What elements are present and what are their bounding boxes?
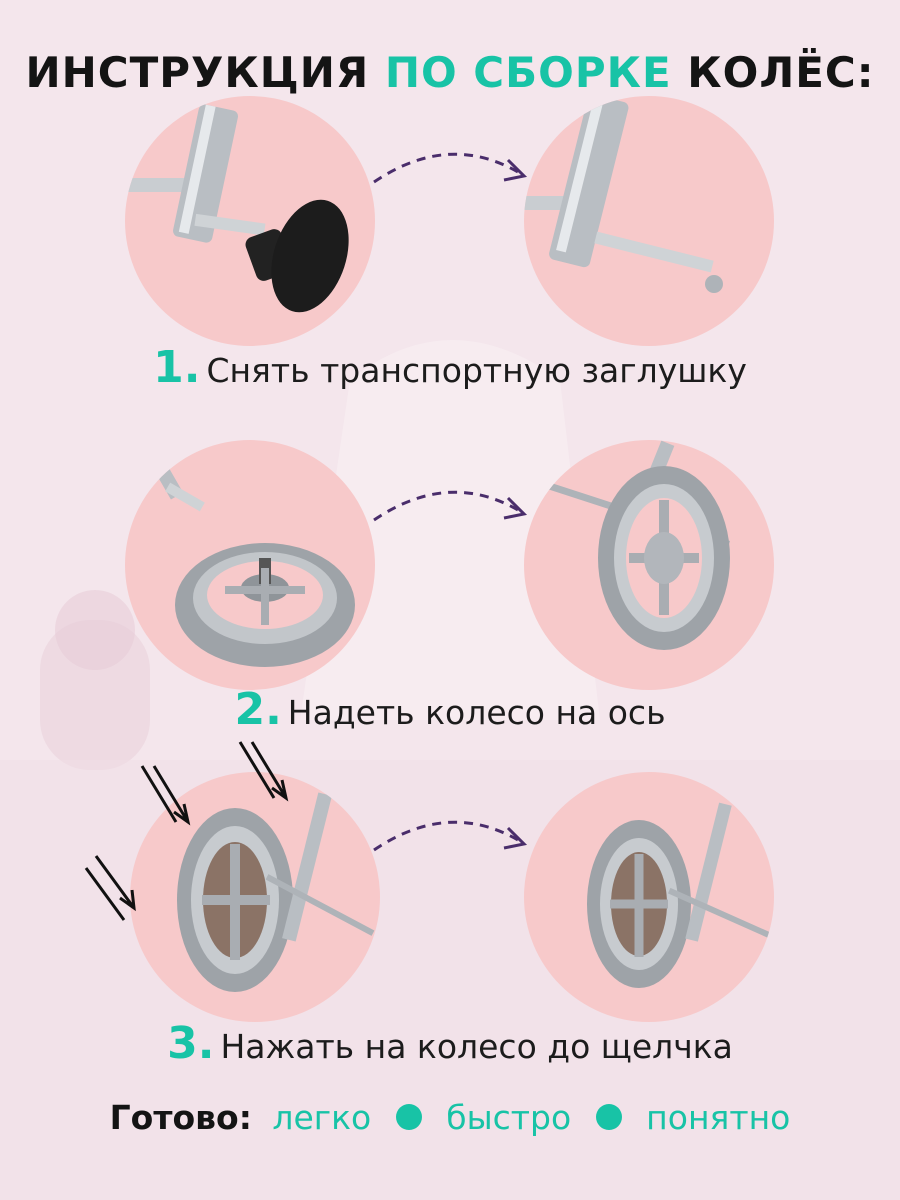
footer-lead: Готово: [109, 1098, 252, 1137]
step3-before-image [130, 772, 380, 1022]
step1-arrow-icon [373, 152, 528, 184]
step3-caption: 3.Нажать на колесо до щелчка [0, 1018, 900, 1069]
footer-summary: Готово: легко быстро понятно [0, 1098, 900, 1137]
step1-number: 1. [153, 342, 201, 393]
title-part-2: КОЛЁС: [687, 48, 875, 97]
title-accent: ПО СБОРКЕ [384, 48, 672, 97]
step1-caption: 1.Снять транспортную заглушку [0, 342, 900, 393]
bullet-dot-icon [595, 1103, 622, 1130]
title-part-1: ИНСТРУКЦИЯ [25, 48, 370, 97]
step3-text: Нажать на колесо до щелчка [220, 1027, 733, 1066]
step3-after-image [524, 772, 774, 1022]
step1-after-image [524, 96, 774, 346]
step2-text: Надеть колесо на ось [287, 693, 666, 732]
step2-after-image [524, 440, 774, 690]
footer-word-easy: легко [272, 1098, 372, 1137]
footer-word-fast: быстро [446, 1098, 572, 1137]
step3-number: 3. [167, 1018, 215, 1069]
step3-arrow-icon [373, 820, 528, 852]
step2-caption: 2.Надеть колесо на ось [0, 684, 900, 735]
step2-arrow-icon [373, 490, 528, 522]
press-arrows-icon [84, 741, 289, 921]
step2-before-image [125, 440, 375, 690]
step2-number: 2. [234, 684, 282, 735]
footer-word-clear: понятно [646, 1098, 791, 1137]
step1-text: Снять транспортную заглушку [206, 351, 747, 390]
bullet-dot-icon [395, 1103, 422, 1130]
page-title: ИНСТРУКЦИЯ ПО СБОРКЕ КОЛЁС: [0, 48, 900, 97]
step1-before-image [125, 96, 375, 346]
